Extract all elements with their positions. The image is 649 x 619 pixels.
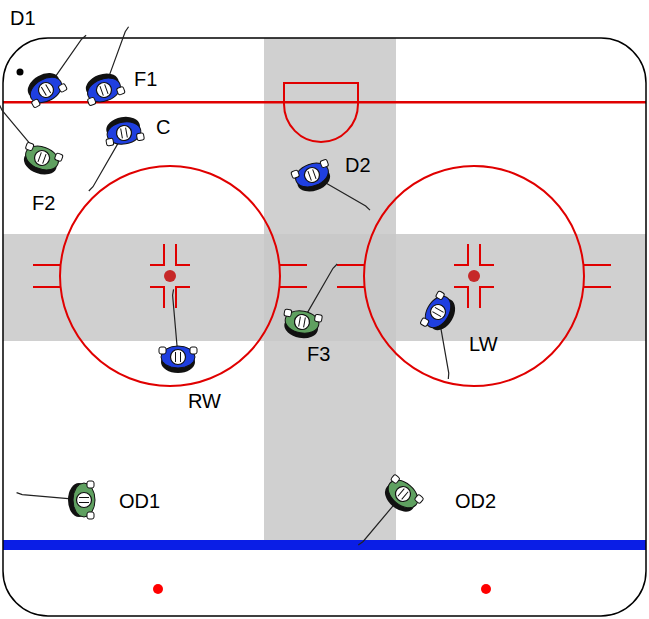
glove (159, 347, 166, 354)
helmet-stripe (308, 169, 316, 180)
helmet (302, 165, 321, 184)
player-jersey (105, 119, 142, 147)
glove (291, 170, 300, 179)
glove (54, 153, 63, 162)
hockey-stick (52, 35, 86, 82)
hockey-stick (358, 502, 396, 545)
player-icon (281, 264, 338, 341)
hockey-stick (89, 142, 119, 191)
glove (420, 317, 430, 327)
glove (414, 494, 424, 504)
glove (87, 481, 94, 488)
glove (435, 291, 445, 301)
glove (136, 133, 144, 141)
helmet-stripe (432, 307, 443, 316)
player-icon (89, 114, 145, 191)
helmet-stripe (38, 152, 46, 163)
puck (17, 69, 24, 76)
player-label: F1 (134, 68, 157, 90)
hockey-stick (321, 180, 370, 210)
player-icon (419, 290, 461, 379)
player-label: C (156, 116, 170, 138)
glove (25, 142, 34, 151)
player-label: F3 (307, 343, 330, 365)
helmet (36, 80, 56, 100)
players (0, 27, 461, 545)
glove (31, 99, 41, 109)
helmet (77, 493, 92, 508)
faceoff-dot (481, 584, 491, 594)
helmet (428, 302, 448, 322)
rink-boards (3, 38, 646, 616)
helmet-stripe (299, 317, 306, 328)
hockey-stick (307, 264, 337, 313)
glove (390, 474, 400, 484)
glove (284, 309, 292, 317)
helmet (171, 350, 186, 365)
faceoff-dot (164, 270, 176, 282)
player-label: RW (188, 390, 221, 412)
player-icon (22, 35, 87, 109)
player-label: OD1 (119, 490, 160, 512)
glove (320, 159, 329, 168)
player-icon (159, 289, 197, 373)
player-label: D2 (345, 154, 371, 176)
helmet-stripe (79, 498, 89, 503)
goal-crease (284, 83, 358, 142)
faceoff-dot (153, 584, 163, 594)
faceoff-dot (468, 270, 480, 282)
player-label: LW (469, 333, 498, 355)
helmet-stripe (100, 84, 108, 95)
glove (87, 512, 94, 519)
helmet (392, 483, 413, 504)
hockey-stick (0, 105, 36, 150)
glove (116, 86, 125, 95)
player-label: D1 (10, 7, 36, 29)
helmet-stripe (176, 352, 181, 362)
glove (106, 138, 114, 146)
glove (190, 347, 197, 354)
helmet (115, 124, 132, 141)
player-icon (81, 27, 129, 107)
helmet-stripe (398, 489, 408, 500)
hockey-stick (17, 493, 74, 500)
lane-band (3, 234, 646, 341)
player-label: OD2 (455, 490, 496, 512)
player-jersey (283, 308, 320, 336)
helmet-stripe (41, 84, 50, 95)
helmet (32, 148, 51, 167)
player-jersey (383, 475, 423, 514)
hockey-stick (173, 289, 178, 347)
helmet (94, 80, 113, 99)
hockey-stick (107, 27, 128, 81)
player-label: F2 (32, 192, 55, 214)
glove (87, 97, 96, 106)
player-icon (17, 481, 95, 519)
hockey-stick (440, 322, 449, 379)
glove (58, 83, 68, 93)
helmet-stripe (121, 128, 128, 139)
helmet (293, 313, 310, 330)
player-icon (358, 473, 424, 545)
player-icon (0, 105, 64, 179)
blue-line (3, 540, 646, 550)
faceoff-circles (33, 166, 611, 386)
glove (314, 314, 322, 322)
